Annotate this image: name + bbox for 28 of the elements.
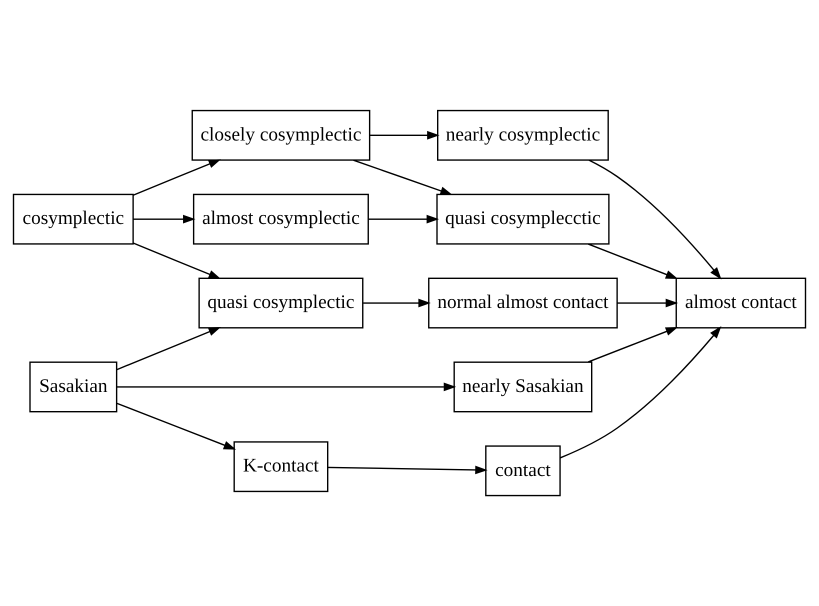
arrow	[617, 298, 678, 308]
node-box: almost cosymplectic	[192, 194, 369, 245]
arrow	[363, 298, 431, 308]
node-box: quasi cosymplectic	[198, 278, 364, 328]
node-box: nearly Sasakian	[454, 361, 592, 412]
arrow	[133, 242, 221, 280]
node-box: quasi cosymplecctic	[436, 194, 610, 245]
node-box: closely cosymplectic	[192, 110, 370, 161]
arrow	[116, 382, 456, 392]
arrow	[116, 402, 236, 450]
arrow	[588, 326, 678, 363]
node-box: Sasakian	[29, 361, 118, 412]
arrow	[588, 243, 678, 280]
arrow	[588, 160, 722, 280]
arrow	[368, 214, 439, 224]
arrow	[353, 160, 453, 195]
node-box: normal almost contact	[428, 278, 618, 328]
arrow	[133, 159, 221, 196]
node-box: nearly cosymplectic	[437, 110, 609, 161]
node-box: K-contact	[234, 441, 328, 492]
arrow	[116, 327, 221, 370]
arrow	[133, 214, 196, 224]
arrow	[328, 466, 488, 474]
arrow	[560, 326, 722, 458]
arrow	[370, 130, 440, 140]
node-box: almost contact	[676, 278, 806, 328]
node-box: cosymplectic	[12, 194, 134, 245]
node-box: contact	[485, 445, 561, 496]
